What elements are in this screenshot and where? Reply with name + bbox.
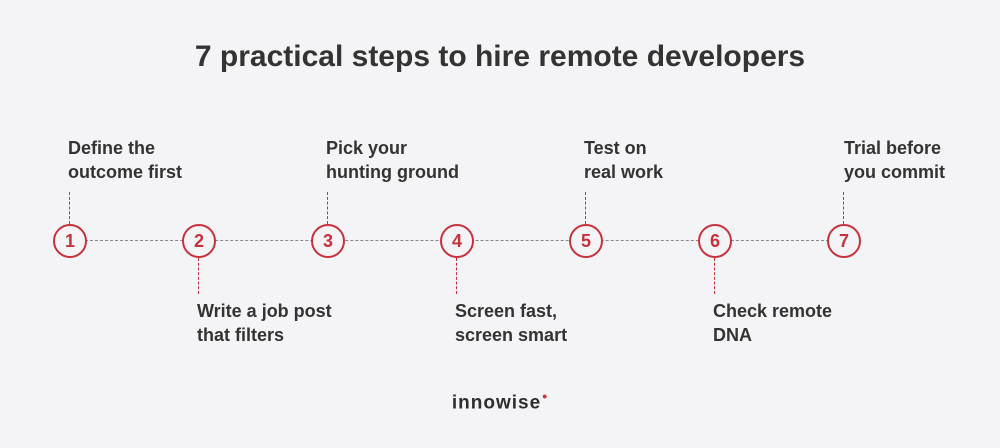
step-6-line2: DNA [713, 325, 752, 345]
step-2-connector [198, 258, 199, 294]
step-3-marker: 3 [311, 224, 345, 258]
step-1-line2: outcome first [68, 162, 183, 182]
step-1-line1: Define the [68, 138, 156, 158]
step-5-line2: real work [584, 162, 664, 182]
step-3-connector [327, 192, 328, 224]
brand-name: innowise [451, 392, 542, 414]
step-2-label: Write a job post that filters [197, 299, 332, 347]
step-2-line1: Write a job post [197, 301, 332, 321]
step-7-connector [843, 192, 844, 224]
step-1-label: Define the outcome first [68, 136, 182, 184]
step-7-label: Trial before you commit [844, 136, 945, 184]
step-2-line2: that filters [197, 325, 285, 345]
step-5-connector [585, 192, 586, 224]
step-3-line2: hunting ground [326, 162, 459, 182]
step-7-line1: Trial before [844, 138, 942, 158]
step-4-marker: 4 [440, 224, 474, 258]
step-6-label: Check remote DNA [713, 299, 832, 347]
step-4-line2: screen smart [455, 325, 568, 345]
step-7-line2: you commit [844, 162, 946, 182]
step-5-marker: 5 [569, 224, 603, 258]
step-4-line1: Screen fast, [455, 301, 558, 321]
step-6-connector [714, 258, 715, 294]
step-4-label: Screen fast, screen smart [455, 299, 567, 347]
step-4-connector [456, 258, 457, 294]
step-7-marker: 7 [827, 224, 861, 258]
brand-logo: innowise• [0, 388, 1000, 414]
page-title: 7 practical steps to hire remote develop… [194, 40, 806, 73]
step-3-line1: Pick your [326, 138, 408, 158]
step-6-marker: 6 [698, 224, 732, 258]
step-2-marker: 2 [182, 224, 216, 258]
step-3-label: Pick your hunting ground [326, 136, 459, 184]
step-1-marker: 1 [53, 224, 87, 258]
step-6-line1: Check remote [713, 301, 833, 321]
step-5-label: Test on real work [584, 136, 663, 184]
step-5-line1: Test on [584, 138, 647, 158]
step-1-connector [69, 192, 70, 224]
brand-dot-icon: • [542, 388, 549, 404]
